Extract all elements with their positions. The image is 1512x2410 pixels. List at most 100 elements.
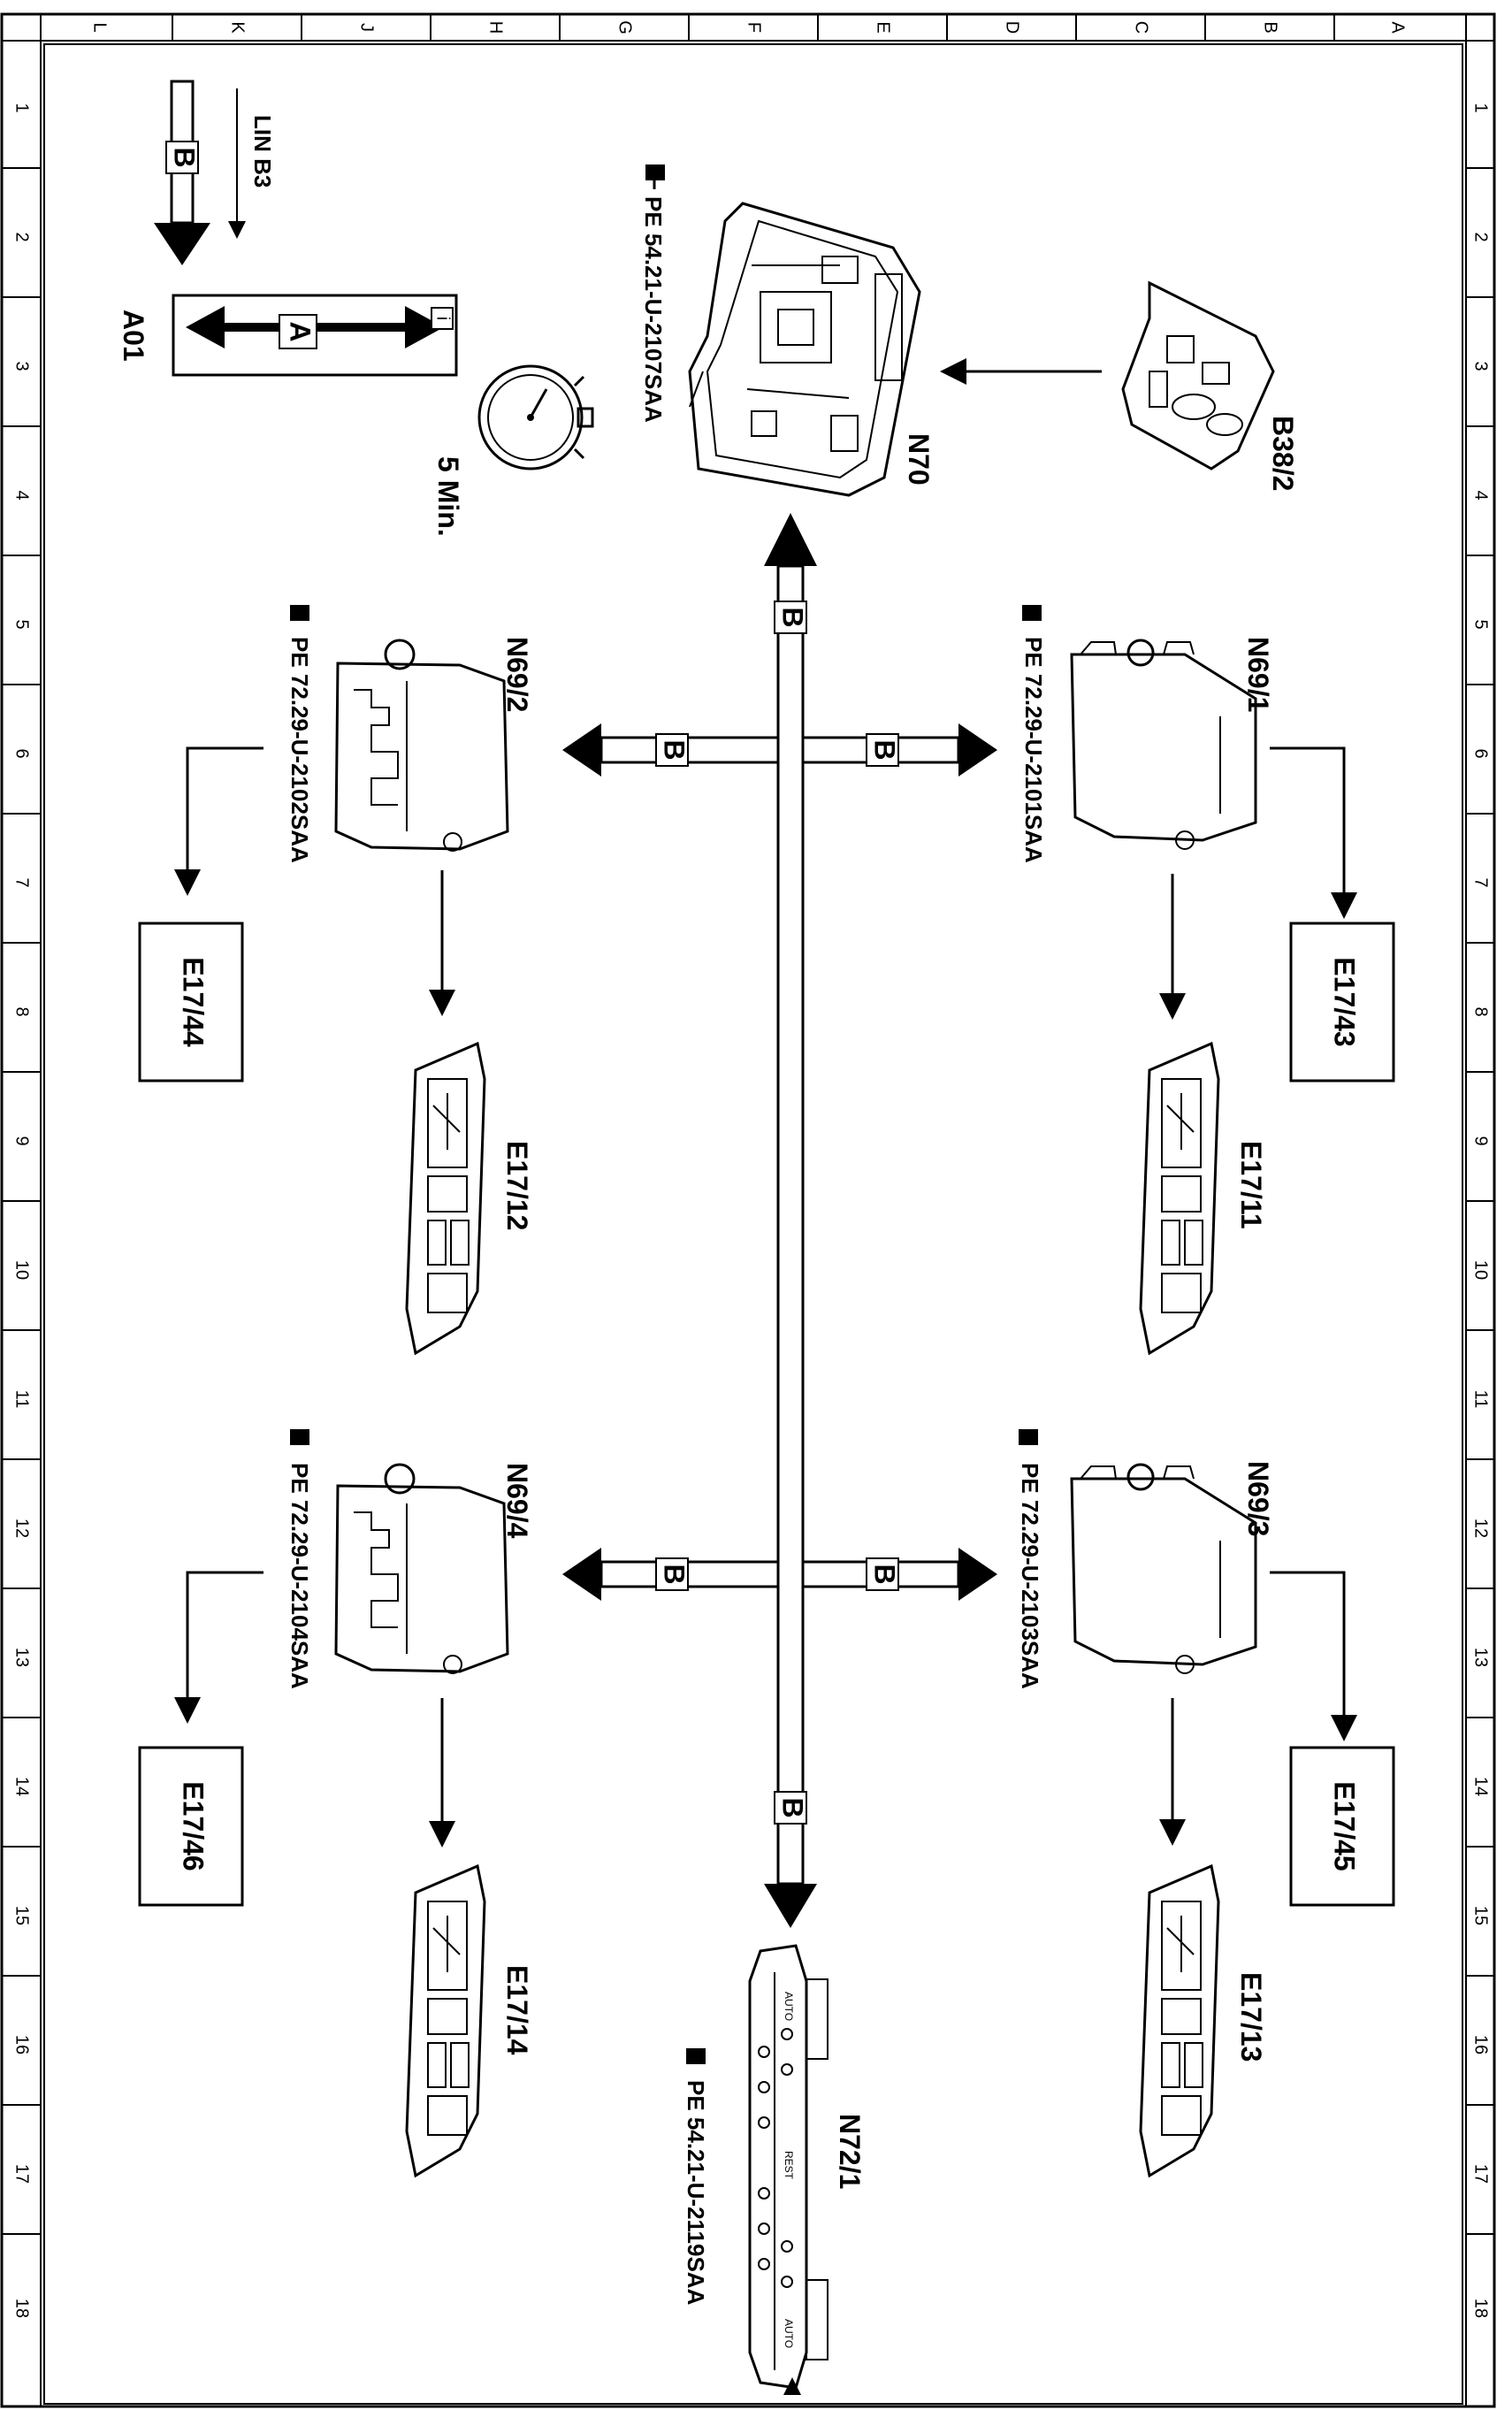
reference-hand-icon (1022, 605, 1042, 621)
grid-number-left: 9 (12, 1136, 32, 1145)
bus-tag-top: B (774, 601, 809, 634)
reference-hand-icon (645, 164, 665, 189)
n69-3-module (1070, 1463, 1257, 1674)
grid-letter: B (1261, 21, 1280, 33)
e17-11-door-panel (1139, 1041, 1220, 1356)
e17-14-label: E17/14 (501, 1965, 533, 2055)
grid-number-left: 4 (12, 490, 32, 500)
grid-number-right: 18 (1471, 2299, 1491, 2318)
grid-number-right: 4 (1471, 490, 1491, 500)
grid-number-left: 8 (12, 1006, 32, 1016)
grid-number-left: 6 (12, 748, 32, 758)
grid-number-right: 8 (1471, 1006, 1491, 1016)
n72-1-auto-right: AUTO (783, 2319, 795, 2348)
bus-tag-letter: B (869, 739, 901, 760)
n69-3-label: N69/3 (1242, 1461, 1274, 1536)
bus-tag-letter: B (659, 739, 691, 760)
n69-2-module (334, 639, 509, 852)
grid-number-left: 10 (12, 1260, 32, 1280)
grid-number-right: 5 (1471, 619, 1491, 629)
bus-tag-upper-right: B (866, 733, 901, 767)
stopwatch-label: 5 Min. (432, 456, 464, 537)
n69-2-to-e17-44-arrow (174, 746, 263, 896)
grid-number-right: 11 (1471, 1390, 1491, 1409)
bus-tag-lower-left: B (655, 1557, 691, 1591)
bus-tag-lower-right: B (866, 1557, 901, 1591)
bus-tag-letter: B (869, 1564, 901, 1584)
grid-number-left: 15 (12, 1906, 32, 1925)
n70-reference-text: PE 54.21-U-2107SAA (640, 196, 667, 423)
grid-number-left: 3 (12, 361, 32, 371)
grid-number-left: 11 (12, 1390, 32, 1409)
e17-14-door-panel (405, 1863, 486, 2178)
n69-4-to-e17-46-arrow (174, 1571, 263, 1724)
n70-label: N70 (903, 433, 935, 486)
grid-letter: F (745, 22, 764, 33)
bus-tag-bottom: B (774, 1791, 809, 1825)
e17-11-label: E17/11 (1235, 1141, 1267, 1229)
n70-reference: PE 54.21-U-2107SAA (640, 164, 667, 423)
n69-4-reference-text: PE 72.29-U-2104SAA (286, 1463, 313, 1689)
legend-code: A01 (118, 310, 149, 362)
grid-letter: H (486, 21, 506, 34)
grid-number-right: 10 (1471, 1260, 1491, 1280)
e17-44-label: E17/44 (178, 957, 210, 1047)
bus-tag-upper-left: B (655, 733, 691, 767)
b38-2-sensor (1121, 280, 1275, 471)
b38-2-label: B38/2 (1267, 416, 1299, 491)
grid-number-left: 16 (12, 2035, 32, 2054)
legend-bus-a-letter: A (285, 321, 317, 341)
drawing-frame (0, 12, 1496, 2408)
grid-number-right: 17 (1471, 2164, 1491, 2184)
n72-1-reference: PE 54.21-U-2119SAA (683, 2048, 709, 2306)
n69-2-label: N69/2 (501, 637, 533, 712)
legend-lin-label: LIN B3 (249, 115, 276, 187)
legend-info-letter: i (433, 317, 453, 320)
grid-letter: D (1003, 21, 1022, 34)
reference-hand-icon (1019, 1429, 1038, 1445)
n69-4-reference: PE 72.29-U-2104SAA (286, 1429, 313, 1689)
n72-1-control-panel: AUTO REST AUTO (748, 1944, 829, 2390)
n72-1-auto-left: AUTO (783, 1992, 795, 2021)
grid-letter: G (615, 20, 635, 34)
reference-hand-icon (290, 605, 309, 621)
reference-hand-icon (290, 1429, 309, 1445)
n69-4-label: N69/4 (501, 1463, 533, 1539)
grid-letter: C (1132, 21, 1151, 34)
e17-45-box (1289, 1746, 1395, 1907)
grid-number-left: 2 (12, 232, 32, 241)
grid-number-right: 16 (1471, 2035, 1491, 2054)
row-grid: 1 2 3 4 5 6 7 8 9 10 11 12 13 14 15 16 1… (2, 103, 1494, 2318)
legend-bus-b-arrow: B (154, 80, 210, 265)
legend-lin-arrow: LIN B3 (228, 88, 276, 239)
grid-number-right: 7 (1471, 877, 1491, 887)
bus-tag-letter: B (777, 607, 809, 627)
grid-number-right: 9 (1471, 1136, 1491, 1145)
grid-letter: K (228, 21, 248, 34)
n69-1-reference-text: PE 72.29-U-2101SAA (1020, 637, 1047, 863)
n69-1-label: N69/1 (1242, 637, 1274, 712)
n69-1-module (1070, 639, 1257, 850)
n72-1-reference-text: PE 54.21-U-2119SAA (683, 2080, 709, 2306)
e17-45-label: E17/45 (1329, 1781, 1361, 1871)
n69-2-reference-text: PE 72.29-U-2102SAA (286, 637, 313, 863)
bus-tag-letter: B (777, 1797, 809, 1817)
n69-2-reference: PE 72.29-U-2102SAA (286, 605, 313, 863)
grid-number-left: 7 (12, 877, 32, 887)
grid-letter: L (90, 22, 110, 32)
n69-3-reference: PE 72.29-U-2103SAA (1017, 1429, 1043, 1689)
e17-46-label: E17/46 (178, 1781, 210, 1871)
e17-13-door-panel (1139, 1863, 1220, 2178)
e17-12-door-panel (405, 1041, 486, 1356)
stopwatch-icon (477, 364, 594, 471)
grid-number-right: 15 (1471, 1906, 1491, 1925)
grid-letter: J (357, 23, 377, 32)
reference-hand-icon (686, 2048, 706, 2064)
n72-1-rest: REST (783, 2151, 795, 2180)
grid-number-left: 1 (12, 103, 32, 112)
grid-number-right: 12 (1471, 1519, 1491, 1538)
bus-tag-letter: B (659, 1564, 691, 1584)
main-bus-trunk (764, 513, 817, 1928)
grid-number-left: 14 (12, 1777, 32, 1796)
